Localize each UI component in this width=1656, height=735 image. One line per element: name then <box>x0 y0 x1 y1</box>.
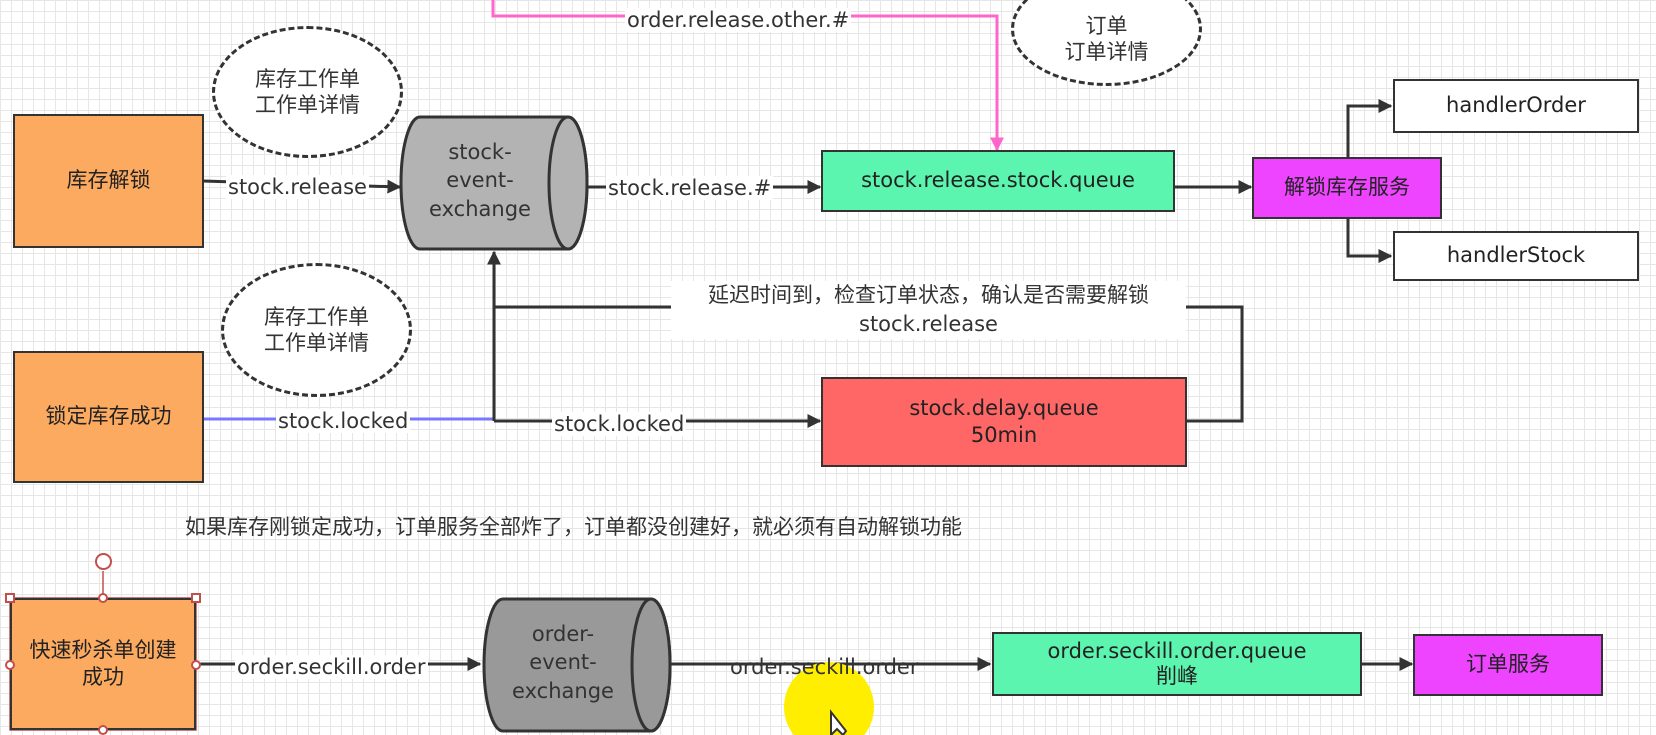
handler-stock-node[interactable]: handlerStock <box>1393 231 1639 281</box>
rotate-handle[interactable] <box>95 553 112 570</box>
stock-event-exchange-label: stock- event- exchange <box>429 140 531 221</box>
label-stock-release: stock.release <box>226 175 369 199</box>
seckill-created-label: 快速秒杀单创建成功 <box>29 637 177 689</box>
label-seckill-order-2: order.seckill.order <box>730 655 919 679</box>
handler-order-node[interactable]: handlerOrder <box>1393 79 1639 133</box>
order-event-exchange-shape <box>482 597 672 733</box>
resize-handle-e[interactable] <box>191 660 201 670</box>
resize-handle-w[interactable] <box>5 660 15 670</box>
label-stock-locked-1: stock.locked <box>276 409 411 433</box>
label-seckill-order-1: order.seckill.order <box>235 655 428 679</box>
label-delay-check: 延迟时间到，检查订单状态，确认是否需要解锁 stock.release <box>671 281 1186 339</box>
lock-success-label: 锁定库存成功 <box>45 404 172 429</box>
label-stock-release-hash: stock.release.# <box>606 176 774 200</box>
resize-handle-n[interactable] <box>98 593 108 603</box>
resize-handle-ne[interactable] <box>191 593 201 603</box>
resize-handle-s[interactable] <box>98 725 108 735</box>
inventory-unlock-node[interactable]: 库存解锁 <box>13 114 204 248</box>
order-event-exchange-label: order- event- exchange <box>512 622 614 703</box>
order-note-text: 订单 订单详情 <box>1064 13 1149 64</box>
seckill-created-node[interactable]: 快速秒杀单创建成功 <box>10 598 196 730</box>
unlock-service-node[interactable]: 解锁库存服务 <box>1252 157 1442 219</box>
stock-note-ellipse-2: 库存工作单 工作单详情 <box>221 263 412 397</box>
stock-note-ellipse-1: 库存工作单 工作单详情 <box>212 26 403 158</box>
label-delay-check-line1: 延迟时间到，检查订单状态，确认是否需要解锁 <box>708 283 1149 307</box>
delay-queue-label: stock.delay.queue 50min <box>909 395 1099 447</box>
label-stock-locked-2: stock.locked <box>552 412 687 436</box>
handler-order-label: handlerOrder <box>1446 93 1586 118</box>
seckill-queue-label: order.seckill.order.queue 削峰 <box>1047 638 1307 688</box>
seckill-queue-node[interactable]: order.seckill.order.queue 削峰 <box>992 632 1362 696</box>
release-queue-label: stock.release.stock.queue <box>861 168 1135 193</box>
stock-note-text-2: 库存工作单 工作单详情 <box>264 304 369 355</box>
edge-service-to-handler-order <box>1346 99 1393 157</box>
cursor-icon <box>830 709 848 735</box>
order-service-label: 订单服务 <box>1466 652 1550 677</box>
label-delay-check-line2: stock.release <box>859 312 998 336</box>
inventory-unlock-label: 库存解锁 <box>66 168 151 193</box>
release-queue-node[interactable]: stock.release.stock.queue <box>821 150 1175 212</box>
delay-queue-node[interactable]: stock.delay.queue 50min <box>821 377 1187 467</box>
cursor-highlight <box>784 662 874 735</box>
handler-stock-label: handlerStock <box>1446 243 1586 268</box>
stock-event-exchange-shape <box>399 115 589 251</box>
label-order-release-other: order.release.other.# <box>625 8 852 32</box>
caption-text: 如果库存刚锁定成功，订单服务全部炸了，订单都没创建好，就必须有自动解锁功能 <box>185 515 962 539</box>
resize-handle-nw[interactable] <box>5 593 15 603</box>
stock-note-text-1: 库存工作单 工作单详情 <box>255 66 360 117</box>
lock-success-node[interactable]: 锁定库存成功 <box>13 351 204 483</box>
unlock-service-label: 解锁库存服务 <box>1284 175 1410 200</box>
order-service-node[interactable]: 订单服务 <box>1413 634 1603 696</box>
edge-service-to-handler-stock <box>1346 218 1393 263</box>
